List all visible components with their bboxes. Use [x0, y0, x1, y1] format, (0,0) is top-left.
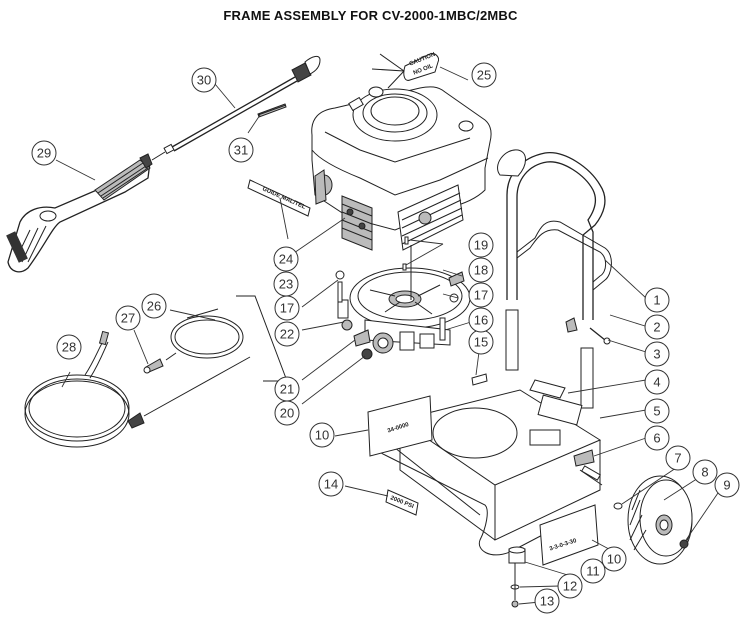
svg-text:31: 31: [234, 143, 248, 158]
callout-15[interactable]: 15: [468, 329, 494, 355]
svg-text:17: 17: [280, 301, 294, 316]
callout-25[interactable]: 25: [471, 62, 497, 88]
svg-text:29: 29: [37, 146, 51, 161]
filter-screen: [143, 358, 164, 374]
callout-3[interactable]: 3: [644, 341, 670, 367]
callout-6[interactable]: 6: [644, 425, 670, 451]
callouts: 1 2 3 4 5 6 7 8 9 10 10 11 12 13 14 15 1…: [31, 62, 740, 614]
svg-text:26: 26: [147, 299, 161, 314]
svg-text:10: 10: [315, 428, 329, 443]
model-decal-front: 34-0000: [367, 395, 433, 457]
svg-text:15: 15: [474, 335, 488, 350]
svg-text:6: 6: [653, 431, 660, 446]
engine-fins: [341, 195, 373, 251]
outlet-fitting-22: [341, 319, 353, 331]
svg-text:27: 27: [121, 311, 135, 326]
callout-17-left[interactable]: 17: [274, 295, 300, 321]
siphon-hose: [165, 295, 288, 382]
svg-text:19: 19: [474, 238, 488, 253]
svg-text:28: 28: [62, 340, 76, 355]
engine: [311, 86, 492, 251]
svg-text:20: 20: [280, 406, 294, 421]
wand: [171, 55, 321, 152]
callout-1[interactable]: 1: [644, 287, 670, 313]
callout-30[interactable]: 30: [191, 67, 217, 93]
svg-text:9: 9: [723, 478, 730, 493]
svg-text:22: 22: [280, 327, 294, 342]
svg-text:23: 23: [279, 277, 293, 292]
nozzle: [257, 103, 287, 118]
callout-28[interactable]: 28: [56, 334, 82, 360]
leader-lines: [55, 66, 721, 605]
callout-5[interactable]: 5: [644, 398, 670, 424]
svg-text:2: 2: [653, 320, 660, 335]
axle-cap: [679, 539, 689, 549]
foot-assembly: [508, 546, 526, 608]
caution-tag: CAUTION NO OIL: [371, 52, 439, 89]
callout-23[interactable]: 23: [273, 271, 299, 297]
callout-22[interactable]: 22: [274, 321, 300, 347]
callout-9[interactable]: 9: [714, 472, 740, 498]
diagram-title: FRAME ASSEMBLY FOR CV-2000-1MBC/2MBC: [223, 8, 518, 23]
muffler: [397, 184, 464, 251]
engine-decal: GUIDE MAL/TEL: [247, 179, 311, 217]
spray-gun: [6, 143, 175, 273]
pump: [337, 236, 471, 354]
svg-text:24: 24: [279, 252, 293, 267]
callout-31[interactable]: 31: [228, 137, 254, 163]
callout-29[interactable]: 29: [31, 140, 57, 166]
callout-7[interactable]: 7: [665, 445, 691, 471]
callout-10-front[interactable]: 10: [309, 422, 335, 448]
svg-text:7: 7: [674, 451, 681, 466]
inlet-fitting-21: [353, 329, 371, 347]
callout-26[interactable]: 26: [141, 293, 167, 319]
callout-13[interactable]: 13: [534, 588, 560, 614]
wheel: [627, 475, 693, 565]
svg-text:18: 18: [474, 263, 488, 278]
callout-17-right[interactable]: 17: [468, 282, 494, 308]
side-decal: [573, 449, 595, 467]
svg-text:12: 12: [563, 579, 577, 594]
svg-text:8: 8: [701, 465, 708, 480]
svg-text:21: 21: [280, 382, 294, 397]
engine-decal-text: GUIDE MAL/TEL: [261, 186, 306, 211]
callout-18[interactable]: 18: [468, 257, 494, 283]
callout-20[interactable]: 20: [274, 400, 300, 426]
psi-decal: 2000 PSI: [385, 489, 419, 516]
svg-text:17: 17: [474, 288, 488, 303]
washer: [613, 502, 623, 510]
svg-text:3: 3: [653, 347, 660, 362]
high-pressure-hose: [24, 330, 251, 448]
callout-27[interactable]: 27: [115, 305, 141, 331]
callout-11[interactable]: 11: [580, 558, 606, 584]
nut-17a: [335, 270, 345, 280]
svg-text:10: 10: [607, 552, 621, 567]
svg-text:11: 11: [586, 564, 600, 579]
svg-text:14: 14: [324, 477, 338, 492]
handle-bolt: [589, 327, 611, 345]
handle-knob: [565, 317, 578, 333]
callout-24[interactable]: 24: [273, 246, 299, 272]
callout-4[interactable]: 4: [644, 369, 670, 395]
callout-14[interactable]: 14: [318, 471, 344, 497]
model-decal-side: 3-3-0-3-30: [539, 504, 599, 566]
svg-text:13: 13: [540, 594, 554, 609]
callout-16[interactable]: 16: [468, 307, 494, 333]
svg-text:30: 30: [197, 73, 211, 88]
svg-text:16: 16: [474, 313, 488, 328]
small-decal: [471, 373, 488, 386]
base-frame: [373, 379, 603, 556]
svg-text:4: 4: [653, 375, 660, 390]
handle-frame: [497, 149, 612, 409]
svg-text:5: 5: [653, 404, 660, 419]
callout-12[interactable]: 12: [557, 573, 583, 599]
svg-text:1: 1: [653, 293, 660, 308]
callout-10-side[interactable]: 10: [601, 546, 627, 572]
callout-8[interactable]: 8: [692, 459, 718, 485]
callout-2[interactable]: 2: [644, 314, 670, 340]
callout-19[interactable]: 19: [468, 232, 494, 258]
svg-text:25: 25: [477, 68, 491, 83]
callout-21[interactable]: 21: [274, 376, 300, 402]
